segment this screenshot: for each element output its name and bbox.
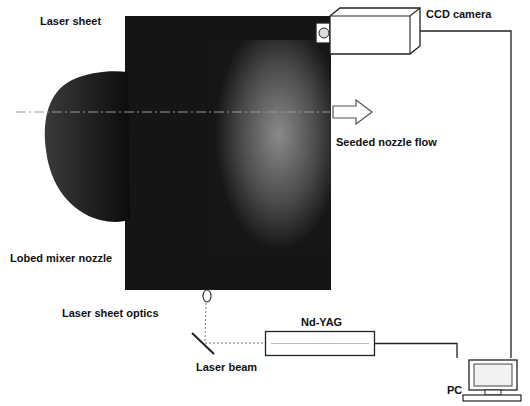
flow-arrow bbox=[333, 100, 372, 124]
part-label: Seeded nozzle flow bbox=[336, 136, 437, 149]
signal-cable bbox=[420, 31, 511, 358]
laser-sheet bbox=[125, 16, 331, 290]
part-label: Laser sheet optics bbox=[62, 307, 159, 320]
lobed-mixer-nozzle bbox=[45, 71, 130, 222]
laser-box: Nd-YAG bbox=[265, 331, 375, 356]
sheet-optics-lens bbox=[203, 290, 211, 302]
laser-beam-vertical bbox=[205, 303, 206, 341]
seeded-flow-region bbox=[215, 40, 331, 250]
node-label: Nd-YAG bbox=[301, 316, 342, 329]
centerline bbox=[16, 112, 330, 113]
part-label: Laser sheet bbox=[40, 15, 101, 28]
part-label: Lobed mixer nozzle bbox=[10, 252, 112, 265]
node-label: CCD camera bbox=[426, 8, 491, 21]
camera-symbol bbox=[316, 6, 420, 56]
pc-node: PC bbox=[445, 358, 521, 402]
camera-node: CCD camera bbox=[316, 6, 420, 56]
signal-cable bbox=[375, 344, 457, 359]
laser-symbol bbox=[265, 331, 375, 356]
part-label: Laser beam bbox=[196, 361, 257, 374]
node-label: PC bbox=[447, 384, 462, 397]
laser-beam-horizontal bbox=[205, 343, 265, 344]
mirror bbox=[192, 333, 214, 354]
